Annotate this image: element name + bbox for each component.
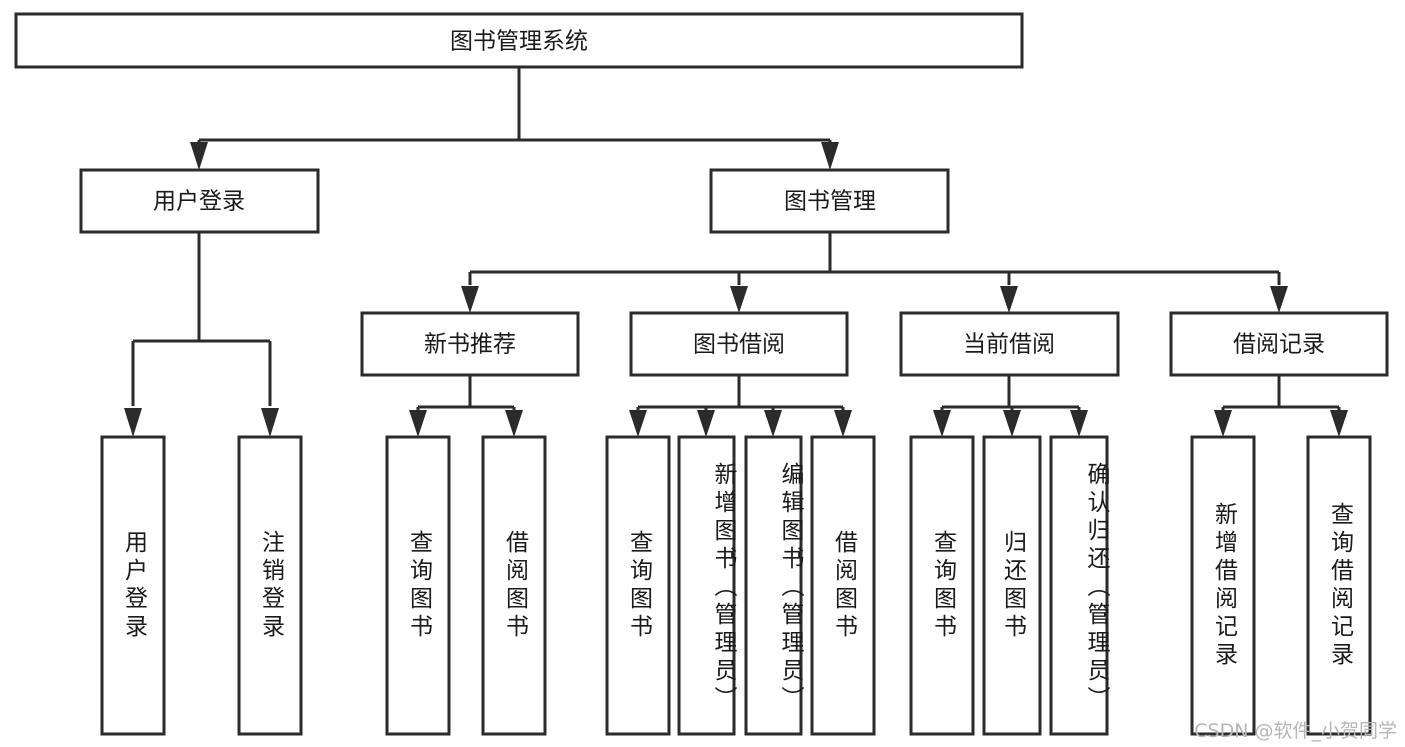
arrow-to-borrow-record	[1270, 286, 1288, 313]
node-book-manage[interactable]: 图书管理	[709, 168, 950, 234]
node-new-book-rec-label: 新书推荐	[424, 332, 516, 358]
csdn-watermark: CSDN @软件_小贺同学	[1194, 720, 1397, 742]
node-book-borrow[interactable]: 图书借阅	[629, 311, 849, 377]
arrow-to-book-manage	[821, 142, 839, 170]
leaf-borrow-book-2-box[interactable]	[810, 435, 876, 736]
arrow-to-leaf-add-book	[697, 410, 715, 437]
leaf-confirm-return-box[interactable]	[1049, 435, 1109, 736]
leaf-user-login-box[interactable]	[100, 435, 166, 736]
node-book-borrow-label: 图书借阅	[693, 332, 785, 358]
arrow-to-user-login	[190, 142, 208, 170]
leaf-return-book-box[interactable]	[982, 435, 1042, 736]
leaf-query-record-box[interactable]	[1306, 435, 1372, 736]
node-current-borrow[interactable]: 当前借阅	[899, 311, 1120, 377]
arrow-to-book-borrow	[730, 286, 748, 313]
node-current-borrow-label: 当前借阅	[963, 332, 1055, 358]
node-book-manage-label: 图书管理	[784, 189, 876, 215]
node-root[interactable]: 图书管理系统	[14, 12, 1024, 69]
arrow-to-leaf-logout	[261, 408, 279, 437]
leaf-query-book-2-box[interactable]	[605, 435, 671, 736]
leaf-logout-box[interactable]	[237, 435, 303, 736]
arrow-to-leaf-query-book-3	[933, 410, 951, 437]
arrow-to-current-borrow	[1000, 286, 1018, 313]
node-root-box[interactable]	[14, 12, 1024, 69]
arrow-to-leaf-query-record	[1330, 410, 1348, 437]
arrow-to-new-book-rec	[461, 286, 479, 313]
arrow-to-leaf-edit-book	[764, 410, 782, 437]
leaf-add-book-box[interactable]	[677, 435, 736, 736]
arrow-to-leaf-user-login	[124, 408, 142, 437]
connector-group	[124, 67, 1348, 437]
leaf-box-group	[100, 435, 1372, 736]
node-new-book-rec-box[interactable]	[360, 311, 580, 377]
arrow-to-leaf-query-book-1	[409, 410, 427, 437]
leaf-edit-book-box[interactable]	[744, 435, 803, 736]
leaf-query-book-3-box[interactable]	[909, 435, 975, 736]
arrow-to-leaf-query-book-2	[629, 410, 647, 437]
node-borrow-record-label: 借阅记录	[1233, 332, 1325, 358]
leaf-query-book-1-box[interactable]	[385, 435, 451, 736]
leaf-borrow-book-1-box[interactable]	[481, 435, 547, 736]
leaf-add-record-box[interactable]	[1190, 435, 1256, 736]
arrow-to-leaf-borrow-book-2	[834, 410, 852, 437]
node-root-label: 图书管理系统	[450, 29, 588, 55]
node-book-manage-box[interactable]	[709, 168, 950, 234]
arrow-to-leaf-confirm-return	[1070, 410, 1088, 437]
node-new-book-rec[interactable]: 新书推荐	[360, 311, 580, 377]
node-book-borrow-box[interactable]	[629, 311, 849, 377]
node-user-login-label: 用户登录	[153, 189, 245, 215]
node-borrow-record-box[interactable]	[1169, 311, 1389, 377]
node-current-borrow-box[interactable]	[899, 311, 1120, 377]
arrow-to-leaf-add-record	[1214, 410, 1232, 437]
node-borrow-record[interactable]: 借阅记录	[1169, 311, 1389, 377]
node-user-login-box[interactable]	[79, 168, 320, 234]
arrow-to-leaf-return-book	[1003, 410, 1021, 437]
node-user-login[interactable]: 用户登录	[79, 168, 320, 234]
arrow-to-leaf-borrow-book-1	[505, 410, 523, 437]
